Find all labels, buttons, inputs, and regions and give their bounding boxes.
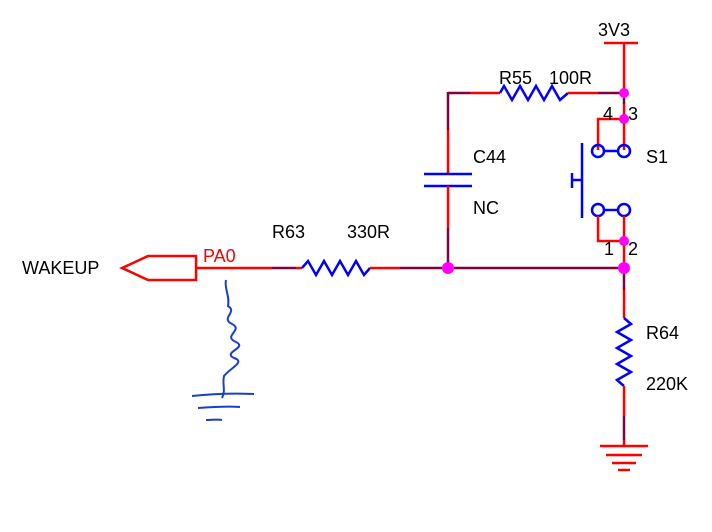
handdrawn-pulldown-annotation: [191, 279, 255, 421]
r55-resistor: [498, 83, 569, 103]
s1-pin2-dot: [619, 236, 629, 246]
s1-pin1-label: 1: [604, 239, 614, 259]
s1-pin3-label: 3: [628, 104, 638, 124]
r64-resistor: [614, 317, 634, 387]
c44-ref: C44: [473, 147, 506, 167]
pa0-pin-label: PA0: [203, 246, 236, 266]
s1-ref: S1: [646, 147, 668, 167]
power-3v3-symbol: 3V3: [598, 20, 638, 90]
r64-value: 220K: [646, 374, 688, 394]
r63-ref: R63: [272, 222, 305, 242]
wakeup-net-label: WAKEUP: [22, 258, 99, 278]
s1-pin3-dot: [619, 114, 629, 124]
junction-dot-c44: [442, 262, 454, 274]
r63-resistor: [301, 258, 371, 278]
ground-symbol: [600, 440, 648, 472]
junction-dot-3v3: [619, 88, 629, 98]
r63-value: 330R: [347, 222, 390, 242]
r55-ref: R55: [499, 68, 532, 88]
power-3v3-label: 3V3: [598, 20, 630, 40]
s1-pin2-label: 2: [628, 239, 638, 259]
r55-value: 100R: [549, 68, 592, 88]
wakeup-port-symbol: [119, 254, 198, 282]
c44-capacitor: [424, 93, 472, 268]
c44-value: NC: [473, 198, 499, 218]
r64-ref: R64: [646, 323, 679, 343]
wire-c44-top: [446, 91, 470, 95]
junction-dot-r64: [618, 262, 630, 274]
s1-pin4-label: 4: [603, 104, 613, 124]
